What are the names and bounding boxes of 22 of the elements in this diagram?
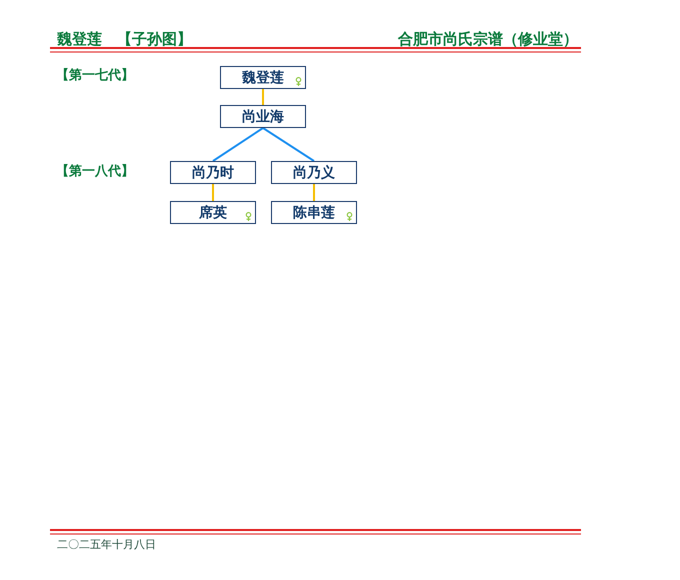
name-text: 尚乃时 — [192, 164, 234, 180]
header-text: 合肥市尚氏宗谱（修业堂） — [398, 30, 578, 49]
name-text: 魏登莲 — [242, 70, 284, 86]
generation-label: 【第一八代】 — [56, 163, 134, 180]
person-box — [220, 105, 306, 128]
generation-label: 【第一七代】 — [56, 67, 134, 84]
name-text: 尚业海 — [242, 108, 284, 124]
name-text: 尚乃义 — [293, 164, 335, 180]
person-box — [170, 161, 256, 184]
title-text: 魏登莲 【子孙图】 — [57, 30, 192, 49]
connector-line — [313, 184, 315, 201]
date-text: 二〇二五年十月八日 — [57, 537, 156, 552]
connector-line — [212, 184, 214, 201]
person-box — [220, 66, 306, 89]
connector-line — [212, 127, 264, 162]
person-box — [271, 161, 357, 184]
person-box — [170, 201, 256, 224]
name-text: 席英 — [199, 204, 227, 220]
connector-line — [262, 89, 264, 105]
person-box — [271, 201, 357, 224]
connector-line — [262, 127, 315, 162]
name-text: 陈串莲 — [293, 204, 335, 220]
